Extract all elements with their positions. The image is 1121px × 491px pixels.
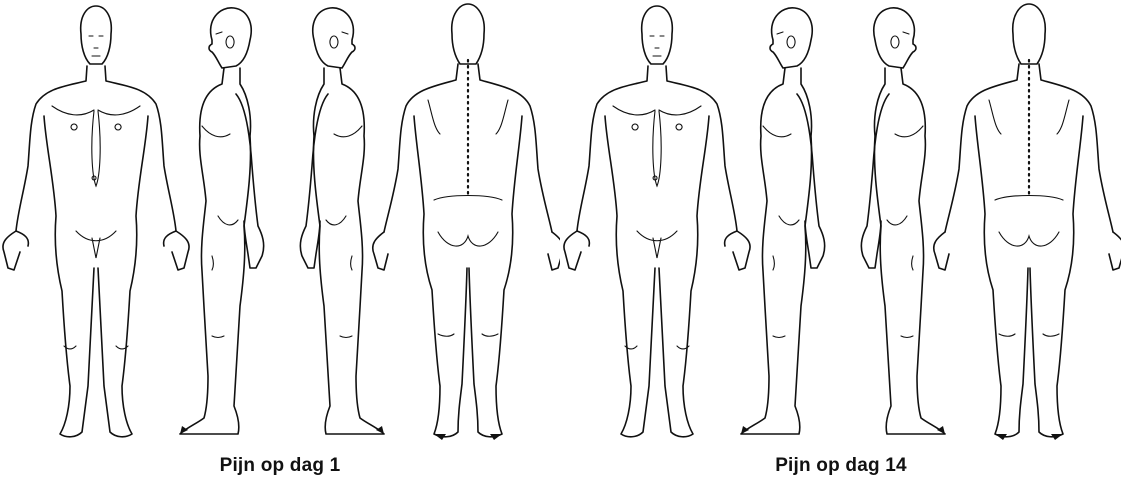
body-chart-day-1: Pijn op dag 1	[0, 0, 560, 491]
figure-right-side-view	[861, 8, 945, 434]
body-chart-day-14: Pijn op dag 14	[561, 0, 1121, 491]
figure-front-view	[564, 6, 750, 437]
panel-caption: Pijn op dag 1	[0, 455, 560, 477]
figure-left-side-view	[741, 8, 825, 434]
figure-front-view	[3, 6, 189, 437]
figure-left-side-view	[180, 8, 264, 434]
figure-right-side-view	[300, 8, 384, 434]
figure-back-view	[373, 4, 560, 440]
figure-back-view	[934, 4, 1121, 440]
panel-caption: Pijn op dag 14	[561, 455, 1121, 477]
